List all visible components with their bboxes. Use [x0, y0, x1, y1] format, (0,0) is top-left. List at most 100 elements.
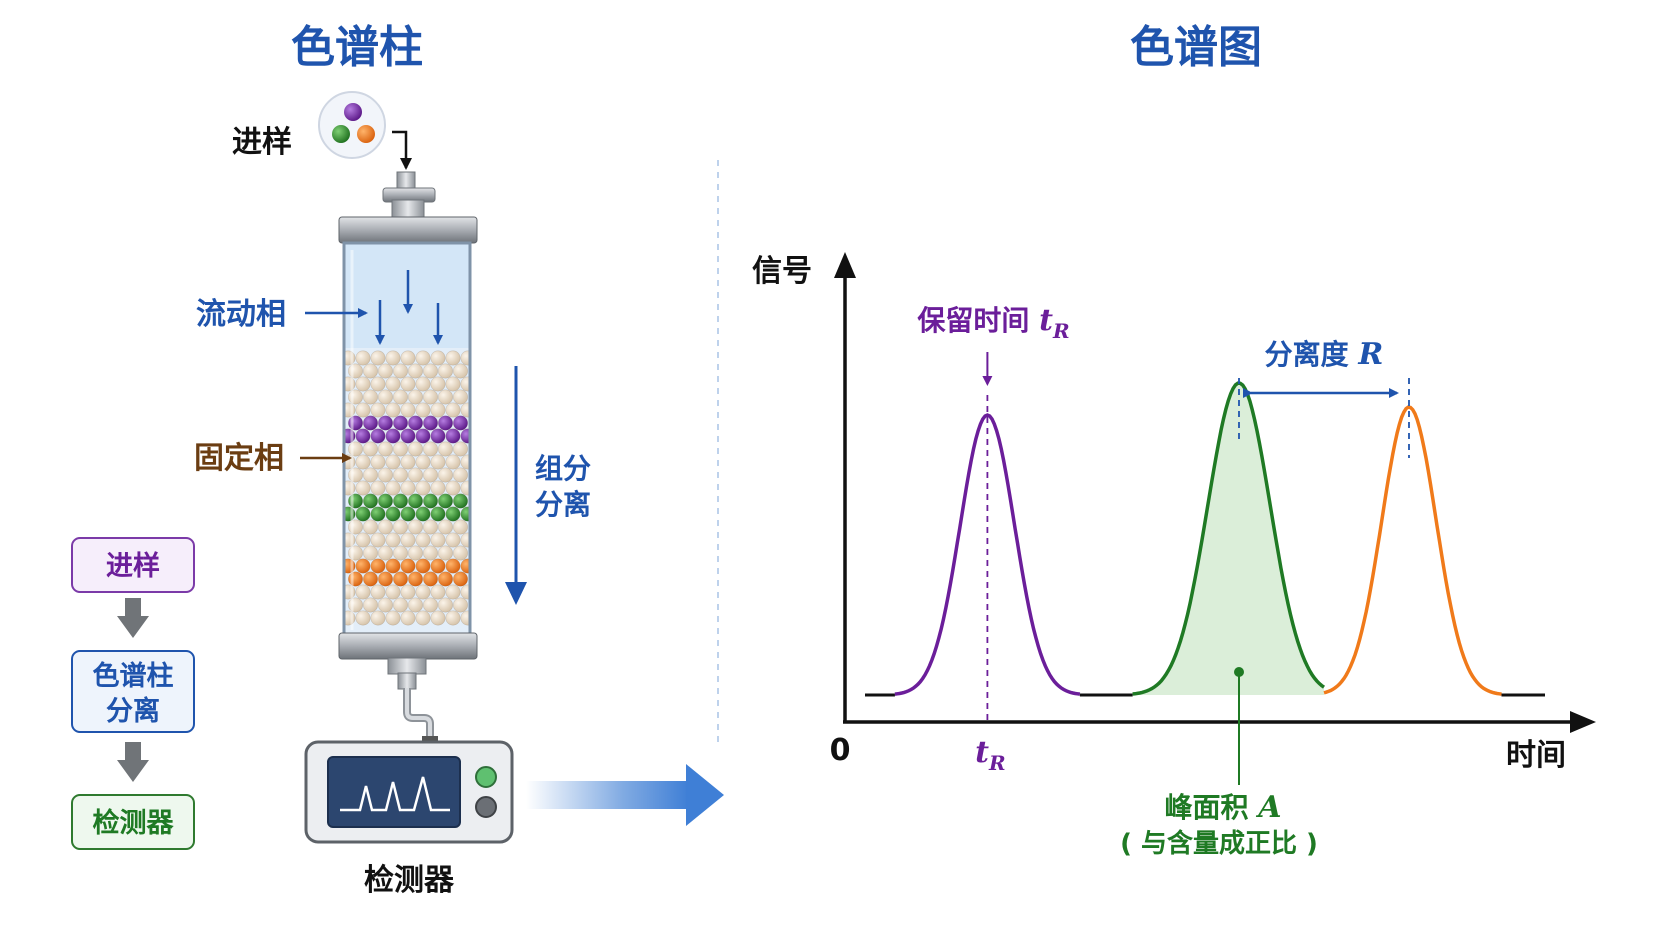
packing-bead: [452, 545, 468, 561]
packing-bead: [407, 597, 423, 613]
series-purple-peak: [894, 413, 1081, 696]
signal-arrow-head: [686, 764, 724, 826]
packing-bead: [355, 480, 371, 496]
packing-bead: [445, 532, 461, 548]
packing-bead: [460, 584, 470, 600]
packing-bead: [362, 571, 378, 587]
packing-bead: [460, 350, 470, 366]
packing-bead: [452, 571, 468, 587]
packing-bead: [377, 389, 393, 405]
packing-bead: [385, 428, 401, 444]
packing-bead: [430, 376, 446, 392]
x-axis-label: 时间: [1506, 738, 1566, 773]
packing-bead: [460, 480, 470, 496]
packing-bead: [370, 402, 386, 418]
packing-bead: [445, 402, 461, 418]
packing-bead: [370, 428, 386, 444]
packing-bead: [347, 389, 363, 405]
packing-bead: [392, 519, 408, 535]
packing-bead: [385, 376, 401, 392]
packing-bead: [452, 441, 468, 457]
packing-bead: [355, 402, 371, 418]
packing-bead: [347, 545, 363, 561]
packing-bead: [430, 350, 446, 366]
packing-bead: [445, 584, 461, 600]
packing-bead: [347, 441, 363, 457]
packing-bead: [347, 597, 363, 613]
packing-bead: [400, 532, 416, 548]
packing-bead: [460, 506, 470, 522]
packing-bead: [430, 428, 446, 444]
column-top-fitting: [338, 171, 478, 244]
packing-bead: [415, 506, 431, 522]
packing-bead: [445, 610, 461, 626]
packing-bead: [437, 415, 453, 431]
packing-bead: [385, 532, 401, 548]
packing-bead: [407, 363, 423, 379]
packing-bead: [370, 350, 386, 366]
signal-arrow-body: [526, 781, 688, 809]
packing-bead: [385, 610, 401, 626]
packing-bead: [347, 415, 363, 431]
mobile-phase-label: 流动相: [196, 297, 286, 332]
flow-step-injection: 进样: [71, 537, 195, 593]
packing-bead: [362, 519, 378, 535]
detector-green-light-icon: [475, 766, 497, 788]
packing-bead: [452, 415, 468, 431]
detector-gray-knob-icon: [475, 796, 497, 818]
series-green-peak: [1132, 381, 1326, 696]
packing-bead: [362, 597, 378, 613]
packing-bead: [377, 519, 393, 535]
separation-arrow-head: [505, 582, 527, 605]
packing-bead: [362, 441, 378, 457]
packing-bead: [370, 584, 386, 600]
packing-bead: [460, 454, 470, 470]
packing-bead: [437, 545, 453, 561]
packing-bead: [415, 584, 431, 600]
chromatogram-title: 色谱图: [1130, 22, 1262, 73]
flow-step-column: 色谱柱 分离: [71, 650, 195, 733]
packing-bead: [400, 454, 416, 470]
packing-bead: [422, 389, 438, 405]
packing-bead: [377, 415, 393, 431]
packing-bead: [355, 506, 371, 522]
packing-bead: [437, 597, 453, 613]
chromatogram-chart: 信号 时间 0 保留时间 tR tR 分离度 R 峰面积 A (: [752, 252, 1596, 859]
packing-bead: [400, 610, 416, 626]
detector-device: [304, 740, 514, 844]
packing-bead: [370, 376, 386, 392]
packing-bead: [362, 493, 378, 509]
packing-bead: [377, 545, 393, 561]
packing-bead: [392, 467, 408, 483]
packing-bead: [377, 363, 393, 379]
packing-bead: [362, 545, 378, 561]
packing-bead: [415, 376, 431, 392]
column-bottom-fitting: [338, 632, 478, 744]
separation-label-line2: 分离: [535, 488, 591, 521]
packing-bead: [355, 350, 371, 366]
packing-bead: [407, 467, 423, 483]
packing-bead: [422, 415, 438, 431]
packing-bead: [430, 402, 446, 418]
packing-bead: [422, 545, 438, 561]
peak-area-note: ( 与含量成正比 ): [1120, 828, 1318, 859]
packing-bead: [445, 376, 461, 392]
packing-bead: [422, 519, 438, 535]
packing-bead: [407, 519, 423, 535]
packing-bead: [415, 558, 431, 574]
packing-bead: [347, 519, 363, 535]
packing-bead: [422, 363, 438, 379]
packing-bead: [385, 584, 401, 600]
packing-bead: [407, 545, 423, 561]
column-title: 色谱柱: [291, 22, 423, 73]
packing-bead: [430, 480, 446, 496]
packing-bead: [400, 506, 416, 522]
packing-bead: [400, 428, 416, 444]
packing-bead: [452, 389, 468, 405]
packing-bead: [415, 480, 431, 496]
packing-bead: [437, 571, 453, 587]
packing-bead: [415, 428, 431, 444]
packing-bead: [377, 597, 393, 613]
packing-bead: [445, 480, 461, 496]
